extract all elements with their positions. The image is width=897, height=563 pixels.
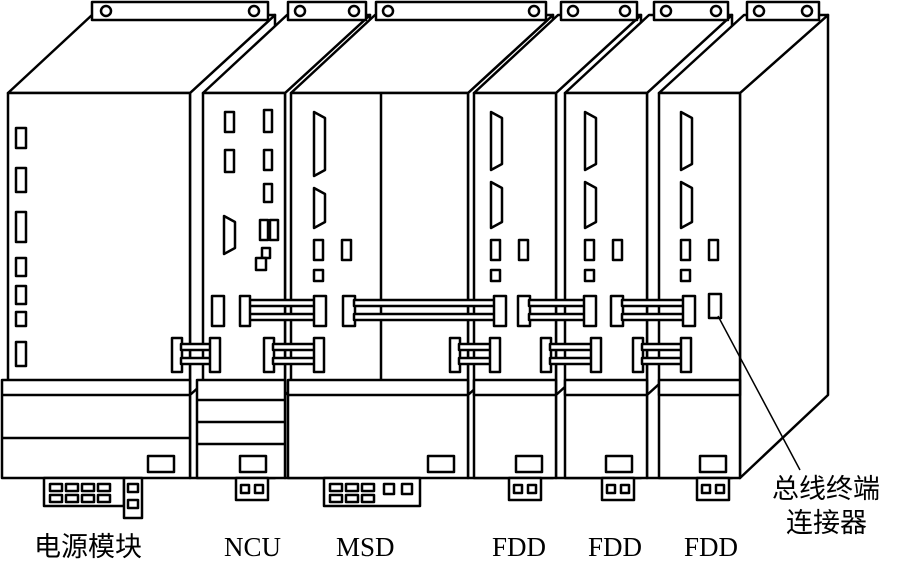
power-module-front (8, 93, 190, 395)
fdd-1-terminal-block (509, 478, 541, 500)
power-module-mounting-tab (92, 2, 268, 20)
bus-cable-ncu-msd (212, 296, 326, 326)
fdd-2-mounting-tab (654, 2, 728, 20)
ncu-ports (224, 110, 278, 270)
power-module-indicators (16, 128, 26, 366)
label-power-module: 电源模块 (34, 532, 142, 563)
fdd-module-3 (659, 2, 828, 500)
label-fdd-3: FDD (684, 532, 739, 562)
lower-bus-cables (172, 338, 691, 372)
label-bus-terminator-line1: 总线终端 (772, 474, 880, 505)
label-bus-terminator-line2: 连接器 (786, 508, 867, 539)
bus-cable-msd-fdd1 (343, 296, 506, 326)
lower-cable-msd-fdd1 (450, 338, 500, 372)
bus-terminator-connector (709, 294, 721, 318)
fdd-2-terminal-block (602, 478, 634, 500)
fdd-3-base (659, 380, 740, 478)
lower-cable-fdd1-fdd2 (541, 338, 601, 372)
lower-cable-fdd2-fdd3 (633, 338, 691, 372)
msd-ports (314, 112, 351, 281)
fdd-1-ports (491, 112, 528, 281)
label-fdd-2: FDD (588, 532, 643, 562)
power-module-terminal-block (44, 478, 142, 518)
bus-cable-fdd2-fdd3 (611, 296, 695, 326)
ncu-terminal-block (236, 478, 268, 500)
fdd-3-mounting-tab (747, 2, 819, 20)
fdd-2-ports (585, 112, 622, 281)
lower-cable-power-ncu (172, 338, 220, 372)
fdd-1-mounting-tab (561, 2, 637, 20)
msd-mounting-tab (376, 2, 546, 20)
bus-cable-fdd1-fdd2 (518, 296, 596, 326)
fdd-3-terminal-block (697, 478, 729, 500)
terminator-leader-line (718, 316, 800, 470)
upper-bus-cables (212, 296, 695, 326)
fdd-3-side (740, 15, 828, 478)
fdd-3-ports (681, 112, 718, 281)
label-ncu: NCU (224, 532, 282, 562)
label-fdd-1: FDD (492, 532, 547, 562)
label-msd: MSD (336, 532, 395, 562)
msd-terminal-block (324, 478, 420, 506)
ncu-mounting-tab (288, 2, 366, 20)
lower-cable-ncu-msd (264, 338, 324, 372)
